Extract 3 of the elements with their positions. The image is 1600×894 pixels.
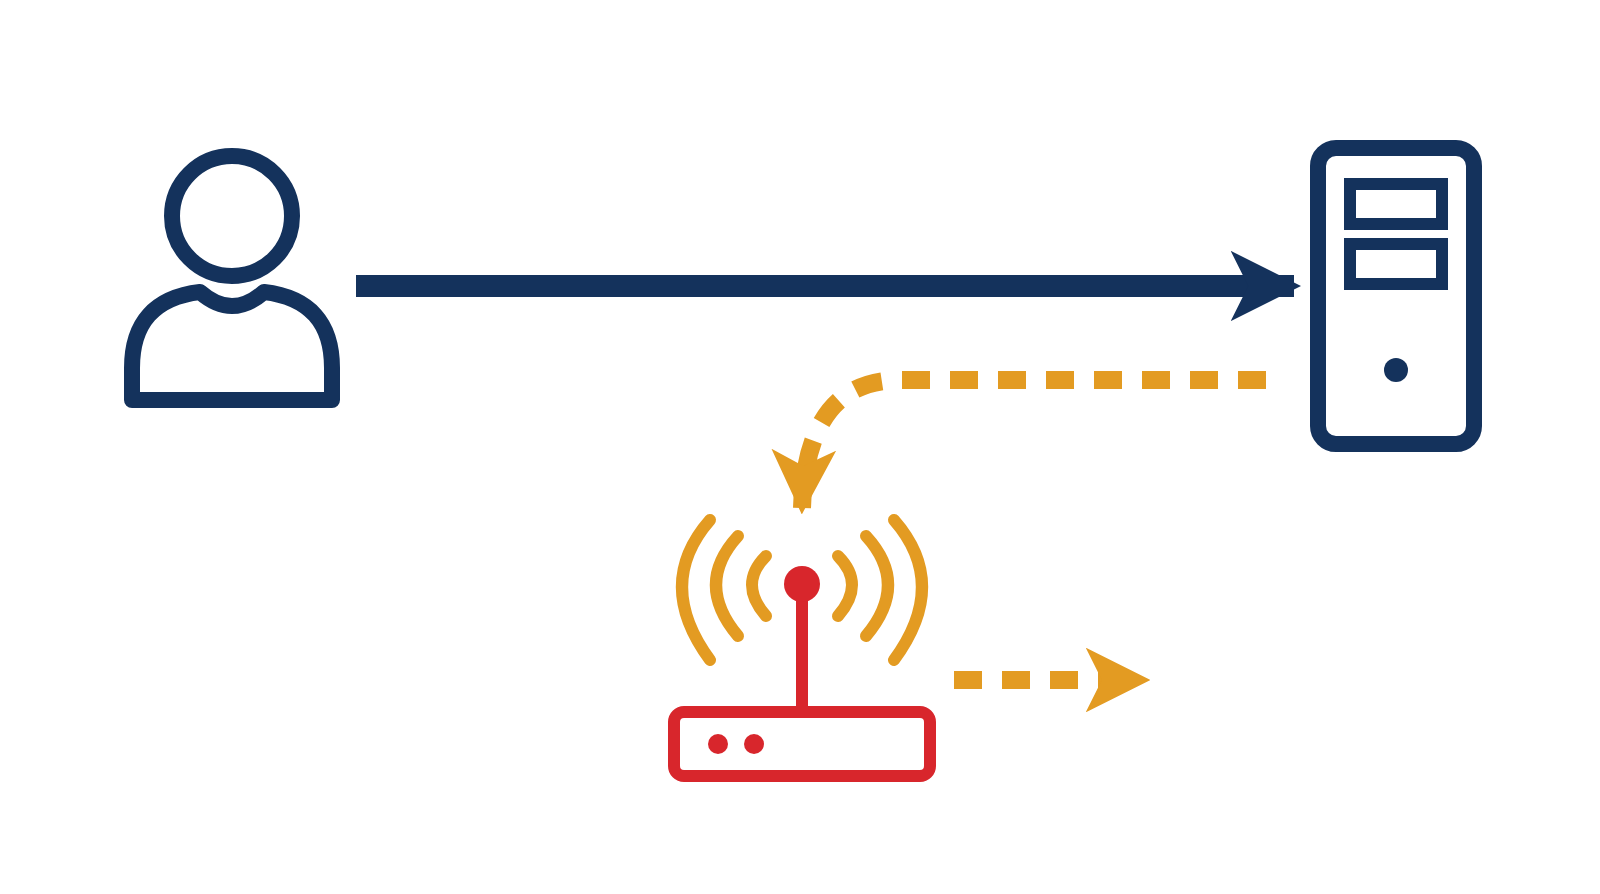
arrow (954, 647, 1151, 713)
arrow (356, 250, 1302, 322)
arrow (773, 371, 1266, 515)
